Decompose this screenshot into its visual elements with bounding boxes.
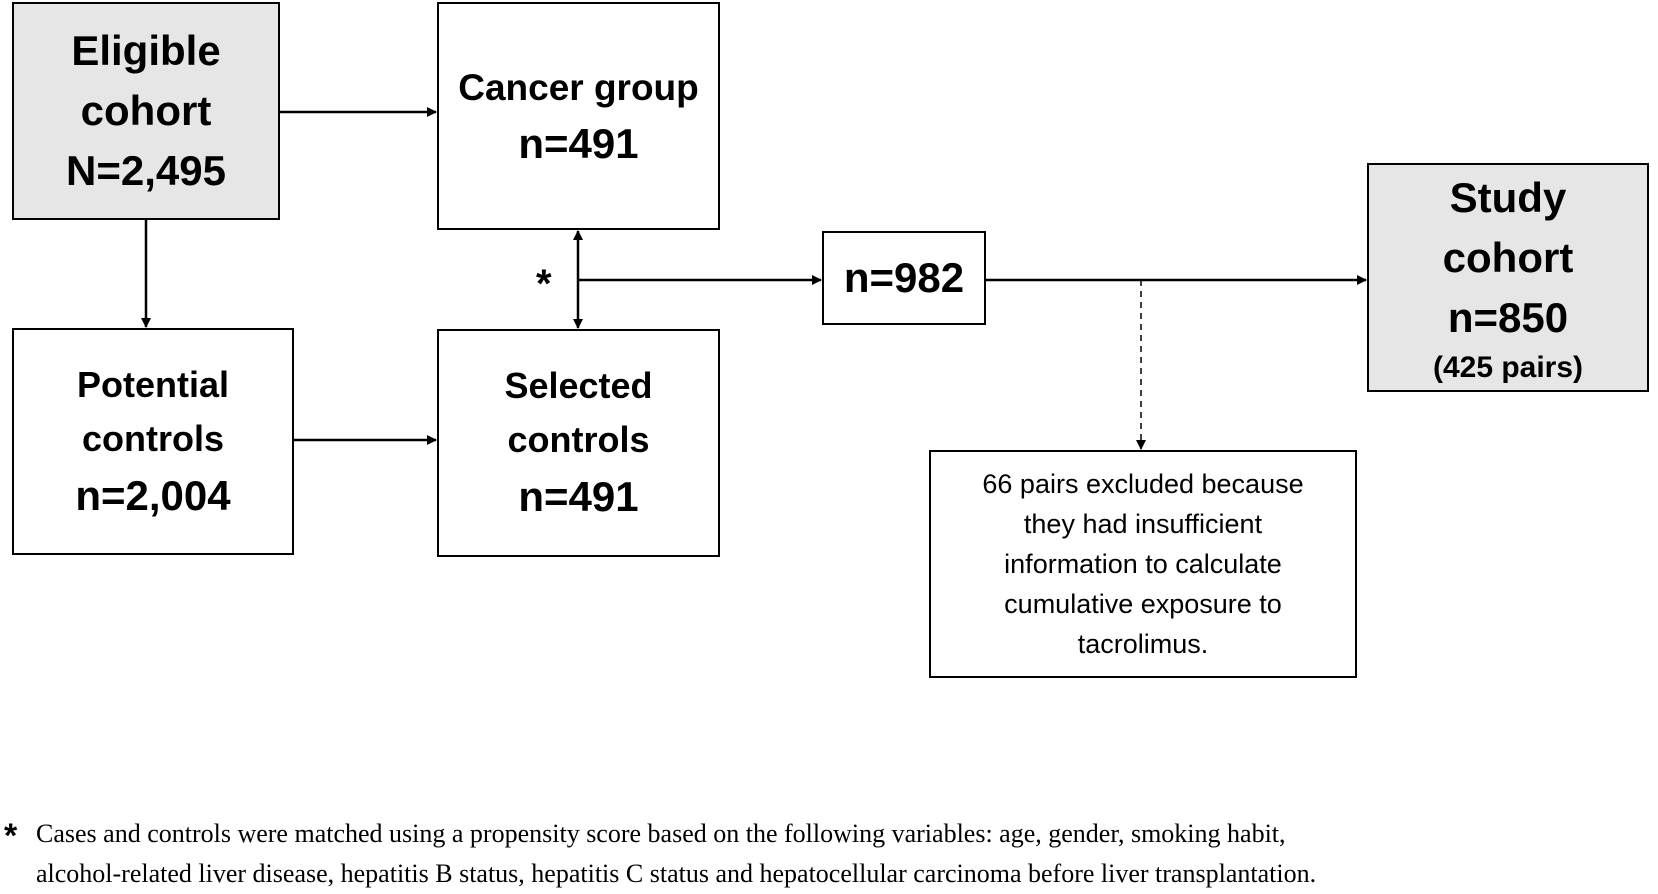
cancer-group-label: Cancer group xyxy=(458,67,699,108)
exclusion-box: 66 pairs excluded because they had insuf… xyxy=(929,450,1357,678)
exclusion-line-4: cumulative exposure to xyxy=(1004,589,1282,619)
study-cohort-line-2: cohort xyxy=(1442,233,1574,281)
study-cohort-box: Study cohort n=850 (425 pairs) xyxy=(1367,163,1649,392)
selected-controls-count: n=491 xyxy=(518,473,639,520)
matching-asterisk: * xyxy=(536,262,552,306)
matched-total-box: n=982 xyxy=(822,231,986,325)
footnote-text: Cases and controls were matched using a … xyxy=(36,814,1656,894)
cancer-group-count: n=491 xyxy=(518,120,639,167)
selected-controls-line-2: controls xyxy=(507,419,650,460)
study-cohort-pairs: (425 pairs) xyxy=(1432,350,1584,384)
eligible-cohort-box: Eligible cohort N=2,495 xyxy=(12,2,280,220)
eligible-cohort-line-2: cohort xyxy=(80,87,212,134)
selected-controls-box: Selected controls n=491 xyxy=(437,329,720,557)
matched-total-count: n=982 xyxy=(843,254,965,301)
exclusion-line-3: information to calculate xyxy=(1004,549,1282,579)
exclusion-line-2: they had insufficient xyxy=(1023,509,1263,539)
study-cohort-count: n=850 xyxy=(1447,293,1569,341)
study-cohort-line-1: Study xyxy=(1449,173,1567,221)
potential-controls-line-2: controls xyxy=(81,417,224,459)
eligible-cohort-count: N=2,495 xyxy=(66,147,226,194)
eligible-cohort-line-1: Eligible xyxy=(71,27,221,74)
exclusion-line-1: 66 pairs excluded because xyxy=(982,469,1304,499)
potential-controls-count: n=2,004 xyxy=(75,471,231,519)
footnote-marker: * xyxy=(4,817,18,855)
potential-controls-line-1: Potential xyxy=(76,363,229,405)
selected-controls-line-1: Selected xyxy=(504,365,653,406)
exclusion-line-5: tacrolimus. xyxy=(1077,629,1209,659)
potential-controls-box: Potential controls n=2,004 xyxy=(12,328,294,555)
cancer-group-box: Cancer group n=491 xyxy=(437,2,720,230)
footnote-line-2: alcohol-related liver disease, hepatitis… xyxy=(36,859,1317,888)
footnote-line-1: Cases and controls were matched using a … xyxy=(36,819,1286,848)
